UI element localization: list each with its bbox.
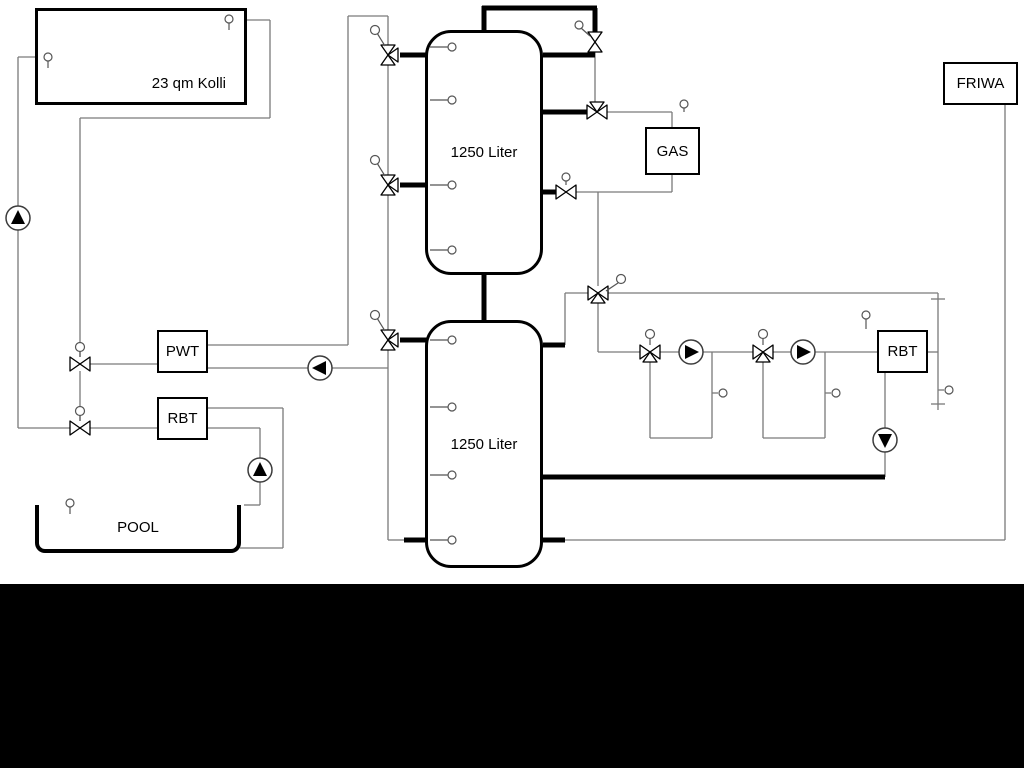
valve-heating-circuit-2-icon <box>752 328 774 363</box>
sensor-icon <box>718 388 728 398</box>
buffer-tank-upper-label: 1250 Liter <box>450 144 518 161</box>
friwa-station-label: FRIWA <box>956 75 1005 92</box>
valve-pool-circuit-icon <box>69 405 91 436</box>
valve-hot-supply-icon <box>574 20 603 53</box>
sensor-icon <box>831 388 841 398</box>
buffer-tank-lower: 1250 Liter <box>425 320 543 568</box>
bottom-black-bar <box>0 584 1024 768</box>
solar-collector-label: 23 qm Kolli <box>151 75 226 92</box>
valve-gas-supply-icon <box>586 101 608 120</box>
valve-heating-circuit-1-icon <box>639 328 661 363</box>
valve-distribution-icon <box>587 273 627 304</box>
rbt-right-box: RBT <box>877 330 928 373</box>
friwa-station-box: FRIWA <box>943 62 1018 105</box>
rbt-left-label: RBT <box>167 410 198 427</box>
pwt-heat-exchanger-box: PWT <box>157 330 208 373</box>
valve-collector-pwt-icon <box>69 341 91 372</box>
valve-gas-return-icon <box>555 172 577 200</box>
sensor-icon <box>679 99 689 109</box>
gas-boiler-label: GAS <box>656 142 689 160</box>
pump-collector-icon <box>5 205 31 231</box>
pump-heating-circuit-2-icon <box>790 339 816 365</box>
valve-tank-lower-top-icon <box>369 309 399 351</box>
valve-tank-upper-top-icon <box>369 24 399 66</box>
pool-basin: POOL <box>35 505 241 553</box>
pump-pool-icon <box>247 457 273 483</box>
gas-boiler-box: GAS <box>645 127 700 175</box>
solar-collector-box: 23 qm Kolli <box>35 8 247 105</box>
pump-heating-circuit-1-icon <box>678 339 704 365</box>
buffer-tank-lower-label: 1250 Liter <box>450 435 518 453</box>
pwt-label: PWT <box>165 343 200 360</box>
sensor-icon <box>861 310 871 320</box>
pump-pwt-charge-icon <box>307 355 333 381</box>
sensor-icon <box>944 385 954 395</box>
rbt-left-box: RBT <box>157 397 208 440</box>
pump-rbt-right-icon <box>872 427 898 453</box>
valve-tank-upper-mid-icon <box>369 154 399 196</box>
pool-label: POOL <box>117 518 159 536</box>
buffer-tank-upper: 1250 Liter <box>425 30 543 275</box>
rbt-right-label: RBT <box>887 343 918 360</box>
